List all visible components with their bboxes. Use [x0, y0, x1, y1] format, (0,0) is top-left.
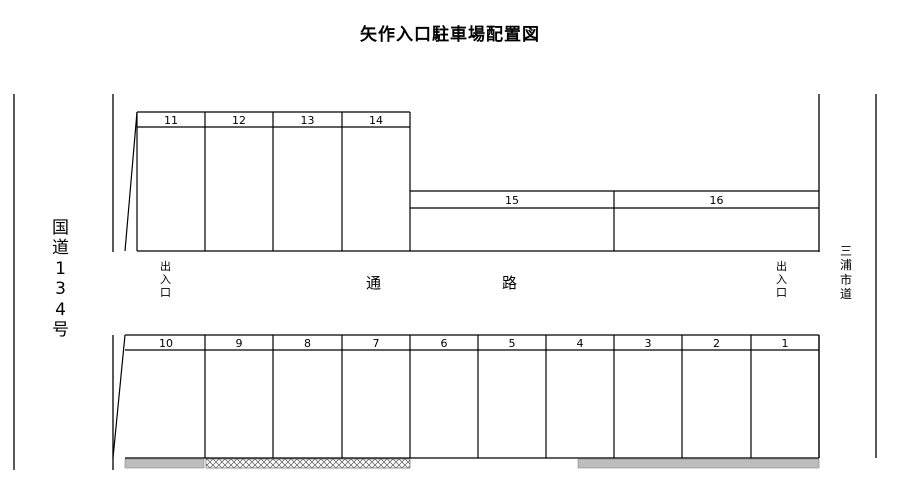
exit-left-char: 口: [160, 286, 171, 300]
parking-space-number: 10: [159, 337, 173, 350]
national-road-char: 号: [52, 319, 69, 340]
exit-left-char: 入: [160, 273, 171, 287]
parking-space-number: 9: [236, 337, 243, 350]
gray-strip-right: [577, 458, 820, 469]
national-road-char: 国: [52, 218, 69, 238]
aisle-label-1: 通: [366, 274, 382, 292]
hatched-strip: [205, 458, 411, 469]
aisle-label-2: 路: [502, 274, 518, 292]
bottom-row: [112, 334, 819, 459]
top-row: [124, 111, 411, 252]
city-road-char: 三: [840, 244, 853, 258]
national-road-char: 1: [55, 258, 66, 279]
national-road-char: 3: [55, 279, 66, 300]
national-road-char: 4: [55, 299, 66, 320]
exit-right-char: 口: [776, 286, 787, 300]
parking-space-number: 14: [369, 114, 383, 127]
miura-city-road-label: 三浦市道: [840, 244, 852, 302]
gray-strip-left: [124, 458, 205, 469]
wide-row: [410, 190, 819, 252]
city-road-char: 浦: [840, 258, 853, 273]
parking-space-number: 12: [232, 114, 246, 127]
page-title: 矢作入口駐車場配置図: [360, 25, 540, 45]
parking-space-number: 16: [710, 194, 724, 207]
parking-space-number: 6: [441, 337, 448, 350]
parking-space-number: 15: [505, 194, 519, 207]
parking-space-number: 2: [713, 337, 720, 350]
city-road-char: 道: [840, 287, 853, 302]
parking-space-number: 1: [782, 337, 789, 350]
parking-space-number: 11: [164, 114, 178, 127]
entrance-exit-right-label: 出入口: [776, 260, 787, 300]
parking-space-number: 5: [509, 337, 516, 350]
entrance-exit-left-label: 出入口: [160, 260, 171, 300]
exit-right-char: 入: [776, 273, 787, 287]
exit-left-char: 出: [160, 260, 171, 273]
national-road-char: 道: [52, 238, 69, 259]
parking-space-number: 8: [304, 337, 311, 350]
parking-space-number: 3: [645, 337, 652, 350]
parking-space-number: 13: [301, 114, 315, 127]
parking-space-number: 4: [577, 337, 584, 350]
exit-right-char: 出: [776, 260, 787, 273]
parking-space-number: 7: [373, 337, 380, 350]
city-road-char: 市: [840, 272, 853, 287]
